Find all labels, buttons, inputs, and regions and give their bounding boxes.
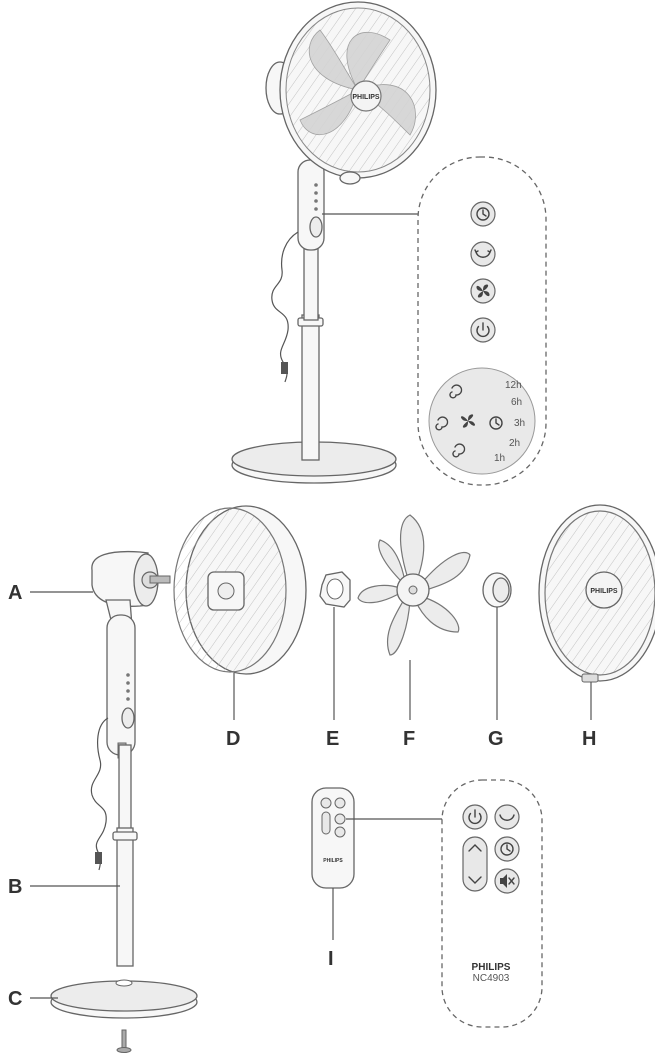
remote-oscillation-button [495, 805, 519, 829]
led-dot [314, 207, 318, 211]
led-dot [126, 697, 130, 701]
part-e-grill-nut [320, 572, 350, 607]
part-a-motor-unit [92, 552, 170, 758]
remote-small-button [335, 827, 345, 837]
part-b-pole [91, 718, 137, 966]
led-dot [314, 183, 318, 187]
rear-grill-hole [218, 583, 234, 599]
lower-pole [117, 828, 133, 966]
plug [95, 852, 102, 864]
timer-label-3h: 3h [514, 418, 525, 429]
assembled-power-cord [272, 232, 298, 382]
label-g: G [488, 728, 504, 750]
label-a: A [8, 582, 22, 604]
part-h-front-grill: PHILIPS [539, 505, 655, 682]
assembled-control-column [298, 160, 324, 250]
control-knob [122, 708, 134, 728]
remote-callout: PHILIPS NC4903 [442, 780, 542, 1027]
timer-button [471, 202, 495, 226]
remote-small-button [335, 798, 345, 808]
remote-small-button [321, 798, 331, 808]
label-i: I [328, 948, 334, 970]
grill-logo: PHILIPS [590, 588, 618, 595]
part-g-spinner [483, 573, 511, 607]
blade-hub-hole [409, 586, 417, 594]
assembled-plug [281, 362, 288, 374]
remote-panel-outline [442, 780, 542, 1027]
base-screw-head [117, 1048, 131, 1053]
remote-logo: PHILIPS [472, 962, 511, 973]
led-dot [314, 191, 318, 195]
grill-clip [340, 172, 360, 184]
timer-label-12h: 12h [505, 380, 522, 391]
base-socket [116, 980, 132, 986]
remote-model: NC4903 [473, 973, 510, 984]
part-d-rear-grill [174, 506, 306, 674]
timer-label-2h: 2h [509, 438, 520, 449]
remote-small-button [335, 814, 345, 824]
label-e: E [326, 728, 339, 750]
remote-small-logo: PHILIPS [323, 858, 343, 864]
remote-power-button [463, 805, 487, 829]
remote-timer-button [495, 837, 519, 861]
oscillation-button [471, 242, 495, 266]
led-dot [126, 673, 130, 677]
assembled-fan: PHILIPS [232, 2, 436, 483]
spinner-cap [493, 578, 509, 602]
power-button [471, 318, 495, 342]
led-dot [126, 689, 130, 693]
power-cord [91, 718, 108, 870]
part-c-base [51, 980, 197, 1053]
motor-shaft [150, 576, 170, 583]
control-column [107, 615, 135, 755]
assembled-control-knob [310, 217, 322, 237]
label-c: C [8, 988, 22, 1010]
pole-clamp-screw [113, 832, 137, 840]
part-i-remote: PHILIPS [312, 788, 354, 888]
control-panel-callout: 12h 6h 3h 2h 1h [418, 157, 546, 485]
remote-mute-button [495, 869, 519, 893]
front-grill-clip [582, 674, 598, 682]
timer-label-6h: 6h [511, 397, 522, 408]
label-b: B [8, 876, 22, 898]
assembled-lower-pole [302, 315, 319, 460]
remote-body [312, 788, 354, 888]
timer-label-1h: 1h [494, 453, 505, 464]
grill-nut-hole [327, 579, 343, 599]
fan-logo: PHILIPS [352, 94, 380, 101]
label-h: H [582, 728, 596, 750]
remote-speed-rocker [463, 837, 487, 891]
fan-speed-button [471, 279, 495, 303]
upper-pole [119, 745, 131, 830]
led-dot [314, 199, 318, 203]
remote-small-rocker [322, 812, 330, 834]
led-dot [126, 681, 130, 685]
part-f-blade [358, 515, 470, 655]
label-f: F [403, 728, 415, 750]
label-d: D [226, 728, 240, 750]
